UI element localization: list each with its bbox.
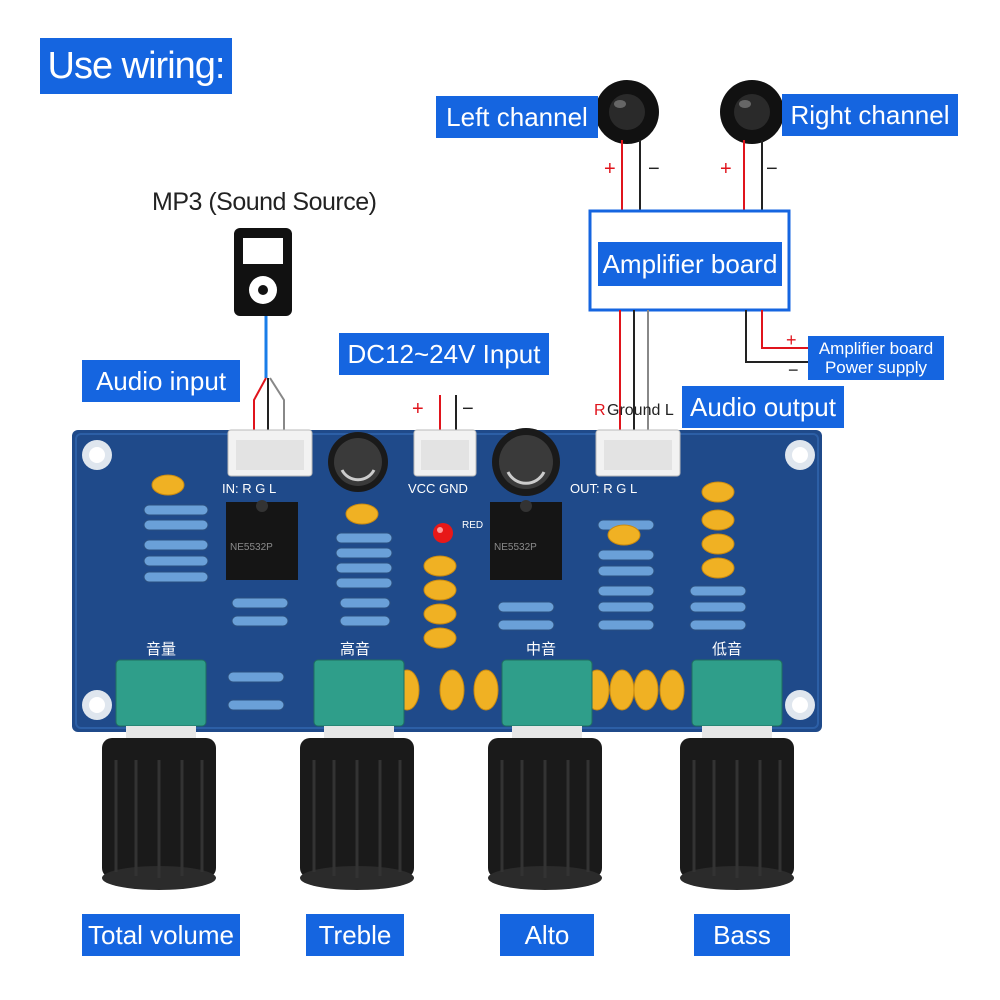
amp-power-line1: Amplifier board [818,339,934,358]
mp3-source-label: MP3 (Sound Source) [152,188,377,216]
amp-power-minus-sign: − [788,360,799,380]
dc-plus-sign: + [412,398,424,420]
left-plus-sign: + [604,158,616,180]
speaker-wires [621,140,763,212]
knob-volume-icon [102,738,216,890]
left-speaker-icon [595,80,659,144]
right-channel-label: Right channel [782,94,958,136]
pot-label-treble: 高音 [340,640,370,658]
led-label: RED [462,520,483,531]
audio-input-label: Audio input [82,360,240,402]
pot-label-bass: 低音 [712,640,742,658]
dc-minus-sign: − [462,398,474,420]
mp3-player-icon [234,228,292,316]
out-header-label: OUT: R G L [570,481,637,496]
output-r-label: R [594,402,606,419]
knob-bass-icon [680,738,794,890]
knob-treble-icon [300,738,414,890]
amp-power-line2: Power supply [824,358,928,377]
amp-power-wires [745,310,808,363]
knob-label-total-volume: Total volume [82,914,240,956]
pot-label-volume: 音量 [146,640,176,658]
chip-2-label: NE5532P [494,542,537,553]
amp-power-plus-sign: + [786,330,797,350]
dc-input-label: DC12~24V Input [339,333,549,375]
right-minus-sign: − [766,158,778,180]
audio-output-wires [619,310,649,440]
audio-output-label: Audio output [682,386,844,428]
knob-label-treble: Treble [306,914,404,956]
page-title: Use wiring: [40,38,232,94]
pot-label-mid: 中音 [526,640,556,658]
vcc-gnd-label: VCC GND [408,481,468,496]
output-ground-l-label: Ground L [607,402,674,419]
left-channel-label: Left channel [436,96,598,138]
knob-mid-icon [488,738,602,890]
amplifier-board-label: Amplifier board [598,242,782,286]
amp-power-label: Amplifier board Power supply [808,336,944,380]
right-speaker-icon [720,80,784,144]
left-minus-sign: − [648,158,660,180]
knob-label-bass: Bass [694,914,790,956]
audio-input-wires [253,316,285,445]
right-plus-sign: + [720,158,732,180]
in-header-label: IN: R G L [222,481,276,496]
chip-1-label: NE5532P [230,542,273,553]
knob-label-alto: Alto [500,914,594,956]
tone-board-pcb [72,428,822,742]
